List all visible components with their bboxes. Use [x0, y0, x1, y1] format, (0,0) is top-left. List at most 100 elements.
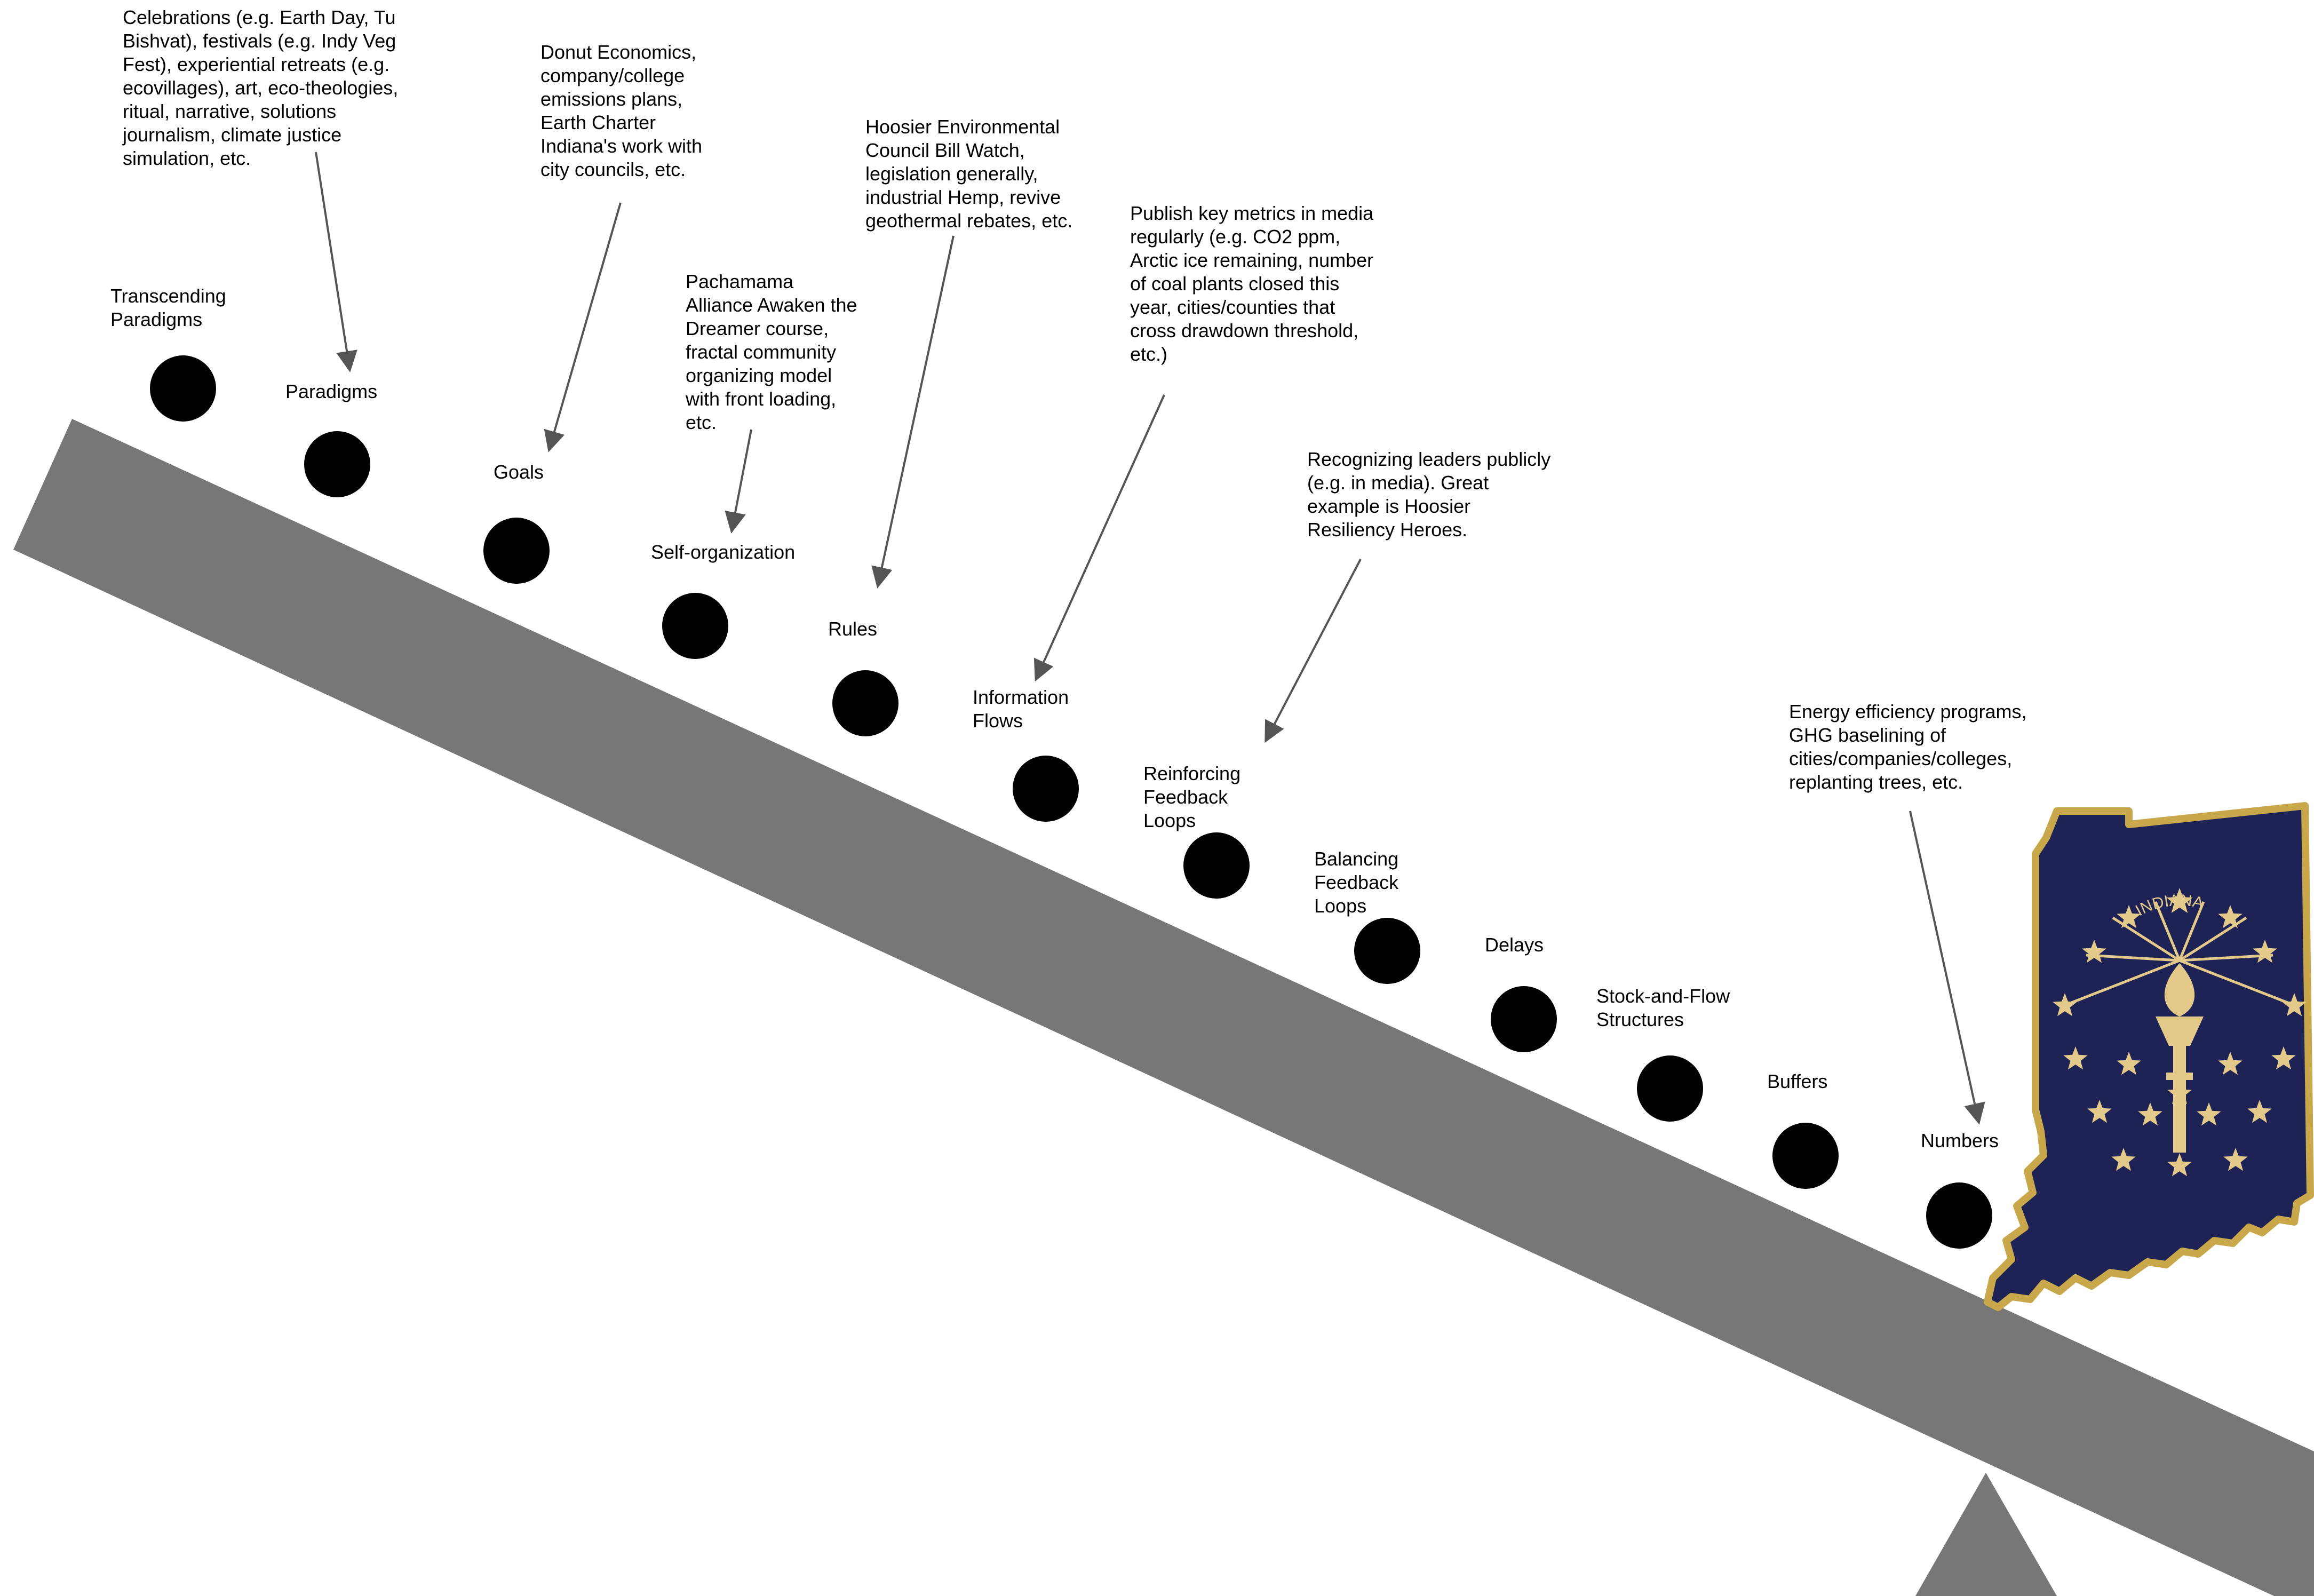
- annotation-line: etc.: [686, 411, 717, 433]
- dot-balancing-feedback-loops: [1354, 918, 1420, 984]
- label-line: Information: [973, 686, 1069, 708]
- annotation-arrows: [315, 152, 1985, 1125]
- torch-cup-icon: [2156, 1017, 2204, 1046]
- annotation-line: legislation generally,: [865, 163, 1038, 185]
- annotation-line: ritual, narrative, solutions: [123, 100, 336, 122]
- label-line: Feedback: [1143, 786, 1228, 808]
- label-line: Self-organization: [651, 541, 795, 563]
- annotation-line: Indiana's work with: [540, 135, 702, 157]
- annotation-line: journalism, climate justice: [122, 124, 341, 146]
- annotation-recognizing-leaders: Recognizing leaders publicly(e.g. in med…: [1307, 448, 1550, 541]
- annotation-line: fractal community: [686, 341, 836, 363]
- star-icon: [2218, 1052, 2243, 1075]
- annotation-line: Pachamama: [686, 271, 794, 292]
- annotation-line: emissions plans,: [540, 88, 682, 110]
- dot-numbers: [1926, 1182, 1992, 1249]
- star-icon: [2138, 1102, 2162, 1126]
- label-line: Reinforcing: [1143, 763, 1241, 784]
- label-rules: Rules: [828, 618, 877, 640]
- arrow-pachamama-to-self-organization: [725, 429, 752, 534]
- annotation-line: Hoosier Environmental: [865, 116, 1060, 138]
- annotation-line: regularly (e.g. CO2 ppm,: [1130, 226, 1340, 248]
- annotation-line: Earth Charter: [540, 112, 656, 133]
- lever-beam: [13, 419, 2314, 1596]
- fulcrum-triangle: [1915, 1473, 2057, 1596]
- ray-line: [2154, 901, 2181, 961]
- arrow-recognizing-leaders-to-reinforcing-feedback-loops: [1265, 559, 1362, 743]
- label-line: Stock-and-Flow: [1596, 985, 1730, 1007]
- label-line: Balancing: [1314, 848, 1398, 870]
- star-icon: [2167, 1153, 2192, 1177]
- annotation-line: ecovillages), art, eco-theologies,: [123, 77, 398, 99]
- dot-goals: [483, 518, 550, 584]
- arrow-celebrations-to-paradigms: [315, 152, 357, 372]
- label-goals: Goals: [494, 461, 544, 483]
- annotation-line: cities/companies/colleges,: [1789, 748, 2012, 769]
- star-icon: [2223, 1148, 2248, 1171]
- annotation-line: year, cities/counties that: [1130, 296, 1335, 318]
- star-icon: [2117, 1052, 2141, 1075]
- star-icon: [2063, 1046, 2088, 1070]
- torch-band: [2166, 1073, 2193, 1080]
- arrow-hoosier-environmental-council-to-rules: [871, 235, 955, 589]
- star-icon: [2087, 1100, 2112, 1123]
- annotation-energy-efficiency: Energy efficiency programs,GHG baselinin…: [1789, 701, 2027, 793]
- annotation-line: example is Hoosier: [1307, 495, 1470, 517]
- label-numbers: Numbers: [1921, 1130, 1999, 1152]
- label-paradigms: Paradigms: [285, 380, 377, 402]
- label-line: Paradigms: [285, 380, 377, 402]
- star-icon: [2053, 993, 2077, 1017]
- leverage-point-dots: [150, 355, 1992, 1249]
- annotation-line: Recognizing leaders publicly: [1307, 448, 1550, 470]
- label-line: Loops: [1143, 809, 1196, 831]
- dot-paradigms: [304, 431, 370, 497]
- label-line: Rules: [828, 618, 877, 640]
- annotation-line: Publish key metrics in media: [1130, 202, 1374, 224]
- arrow-publish-key-metrics-to-information-flows: [1033, 394, 1165, 682]
- dot-self-organization: [662, 593, 728, 659]
- star-icon: [2197, 1102, 2221, 1126]
- arrow-energy-efficiency-to-numbers: [1909, 811, 1985, 1125]
- dot-rules: [832, 670, 898, 736]
- ray-line: [2179, 959, 2289, 1005]
- label-self-organization: Self-organization: [651, 541, 795, 563]
- annotation-line: GHG baselining of: [1789, 724, 1946, 746]
- annotation-line: of coal plants closed this: [1130, 273, 1339, 295]
- annotation-line: with front loading,: [685, 388, 836, 410]
- annotation-line: Arctic ice remaining, number: [1130, 249, 1373, 271]
- label-line: Numbers: [1921, 1130, 1999, 1152]
- star-icon: [2117, 905, 2141, 928]
- star-icon: [2218, 905, 2243, 928]
- label-buffers: Buffers: [1767, 1070, 1827, 1092]
- dot-buffers: [1772, 1123, 1839, 1189]
- ray-line: [2070, 959, 2180, 1005]
- label-line: Paradigms: [110, 308, 202, 330]
- indiana-state-shape: [1984, 802, 2314, 1311]
- label-line: Flows: [973, 710, 1023, 732]
- annotation-line: organizing model: [686, 364, 832, 386]
- annotation-line: etc.): [1130, 343, 1167, 365]
- annotation-line: replanting trees, etc.: [1789, 771, 1963, 793]
- dot-delays: [1491, 986, 1557, 1052]
- ray-line: [2178, 901, 2205, 961]
- label-line: Feedback: [1314, 871, 1399, 893]
- annotation-line: simulation, etc.: [123, 147, 251, 169]
- annotation-line: Donut Economics,: [540, 41, 696, 63]
- annotation-line: Alliance Awaken the: [686, 294, 857, 316]
- annotation-line: Fest), experiential retreats (e.g.: [123, 53, 389, 75]
- label-line: Delays: [1485, 934, 1544, 956]
- flame-icon: [2164, 963, 2195, 1017]
- annotation-line: (e.g. in media). Great: [1307, 472, 1489, 494]
- annotation-line: Resiliency Heroes.: [1307, 519, 1467, 541]
- annotation-line: industrial Hemp, revive: [865, 186, 1061, 208]
- annotation-line: Council Bill Watch,: [865, 139, 1025, 161]
